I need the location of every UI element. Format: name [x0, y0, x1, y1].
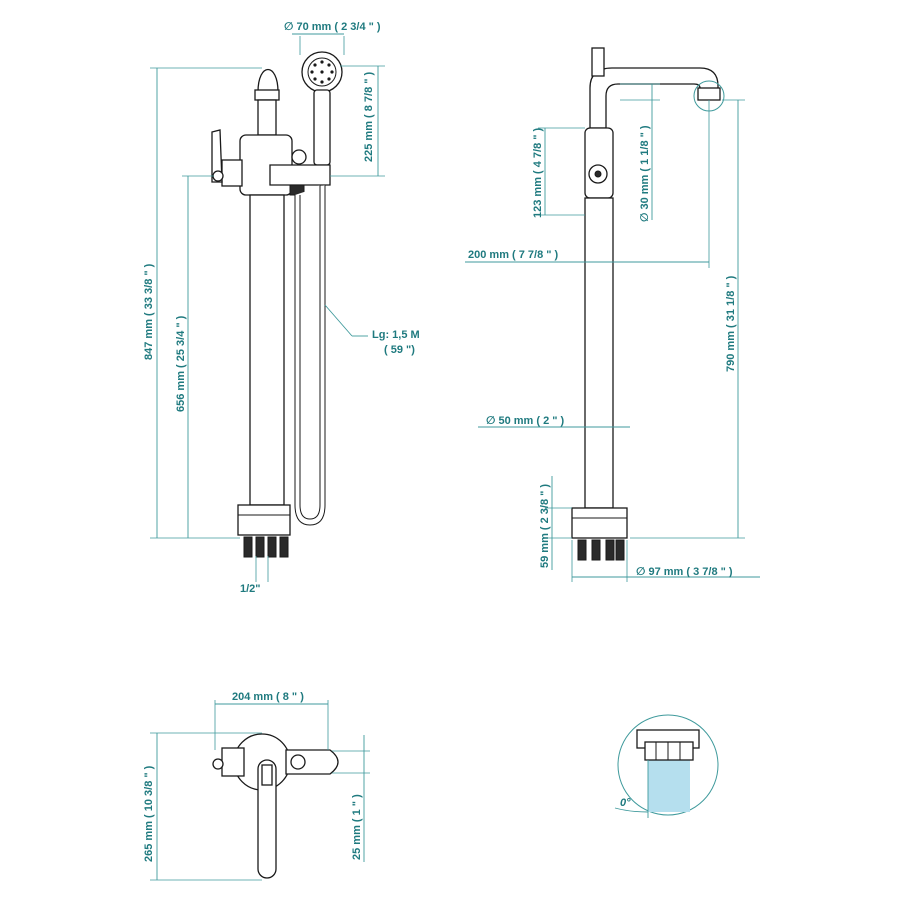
label-handshower-height: 225 mm ( 8 7/8 " )	[363, 71, 375, 162]
top-spout	[257, 759, 277, 879]
side-connectors	[577, 539, 625, 561]
dim-spout-pipe: 123 mm ( 4 7/8 " )	[532, 127, 585, 218]
supply-connectors	[243, 536, 289, 558]
label-angle: 0°	[620, 797, 631, 809]
dim-connection: 1/2"	[240, 556, 269, 595]
dim-column-diameter: ∅ 50 mm ( 2 " )	[478, 415, 630, 428]
dim-base-height: 59 mm ( 2 3/8 " )	[539, 476, 572, 570]
dim-outlet-height: 656 mm ( 25 3/4 " )	[175, 175, 214, 538]
dim-handshower-height: 225 mm ( 8 7/8 " )	[330, 65, 385, 177]
handshower-nozzles	[310, 60, 334, 84]
dim-projection: 200 mm ( 7 7/8 " )	[465, 100, 710, 268]
dim-handshower-diameter: ∅ 70 mm ( 2 3/4 " )	[284, 21, 381, 55]
hose-inner	[299, 185, 321, 520]
dim-total-height: 847 mm ( 33 3/8 " )	[143, 67, 262, 539]
top-diverter	[290, 754, 306, 770]
aerator-detail: 0°	[614, 714, 719, 818]
label-connection: 1/2"	[240, 583, 261, 595]
loop-collar	[254, 89, 280, 101]
label-projection: 200 mm ( 7 7/8 " )	[468, 249, 559, 261]
front-view: ∅ 70 mm ( 2 3/4 " ) 225 mm ( 8 7/8 " ) 8…	[143, 21, 420, 595]
dim-base-diameter: ∅ 97 mm ( 3 7/8 " )	[571, 540, 760, 582]
dim-top-depth: 265 mm ( 10 3/8 " )	[143, 732, 262, 881]
spout-cap	[591, 47, 605, 77]
label-spout-diameter: ∅ 30 mm ( 1 1/8 " )	[639, 125, 651, 222]
top-spout-detail	[261, 764, 273, 786]
label-outlet-height: 656 mm ( 25 3/4 " )	[175, 315, 187, 412]
upper-pipe	[257, 99, 277, 136]
floor-base	[237, 504, 291, 536]
dim-top-offset: 25 mm ( 1 " )	[332, 735, 370, 862]
lever	[211, 129, 223, 183]
detail-aerator	[644, 741, 694, 761]
label-handshower-diameter: ∅ 70 mm ( 2 3/4 " )	[284, 21, 381, 33]
aerator	[697, 87, 721, 101]
side-lever-pin	[594, 170, 602, 178]
water-stream	[648, 760, 690, 812]
dim-spout-height: 790 mm ( 31 1/8 " )	[630, 99, 745, 539]
label-column-diameter: ∅ 50 mm ( 2 " )	[486, 415, 565, 427]
side-column	[584, 197, 614, 509]
side-floor-base	[571, 507, 628, 539]
label-top-offset: 25 mm ( 1 " )	[351, 794, 363, 860]
side-mixer-body	[584, 127, 614, 199]
label-total-height: 847 mm ( 33 3/8 " )	[143, 263, 155, 360]
lever-hub	[221, 159, 243, 187]
handshower-handle	[313, 89, 331, 166]
label-base-height: 59 mm ( 2 3/8 " )	[539, 484, 551, 568]
top-lever-hub	[221, 747, 245, 777]
lever-knob	[212, 170, 224, 182]
diverter-knob	[291, 149, 307, 165]
label-base-diameter: ∅ 97 mm ( 3 7/8 " )	[636, 566, 733, 578]
label-spout-pipe: 123 mm ( 4 7/8 " )	[532, 127, 544, 218]
label-hose-length-2: ( 59 ")	[384, 344, 415, 356]
top-lever-knob	[212, 758, 224, 770]
label-hose-length-1: Lg: 1,5 M	[372, 329, 420, 341]
loop-top	[257, 69, 279, 93]
label-spout-height: 790 mm ( 31 1/8 " )	[725, 275, 737, 372]
angle-arc	[614, 807, 649, 813]
handshower-holder	[269, 164, 331, 186]
dim-top-width: 204 mm ( 8 " )	[214, 691, 329, 750]
label-top-depth: 265 mm ( 10 3/8 " )	[143, 765, 155, 862]
side-view: 123 mm ( 4 7/8 " ) ∅ 30 mm ( 1 1/8 " ) 2…	[465, 47, 760, 582]
top-view: 204 mm ( 8 " ) 265 mm ( 10 3/8 " ) 25 mm…	[143, 691, 370, 881]
label-top-width: 204 mm ( 8 " )	[232, 691, 304, 703]
dim-hose-length: Lg: 1,5 M ( 59 ")	[324, 304, 420, 356]
dim-spout-diameter: ∅ 30 mm ( 1 1/8 " )	[620, 83, 660, 222]
column	[249, 194, 285, 506]
